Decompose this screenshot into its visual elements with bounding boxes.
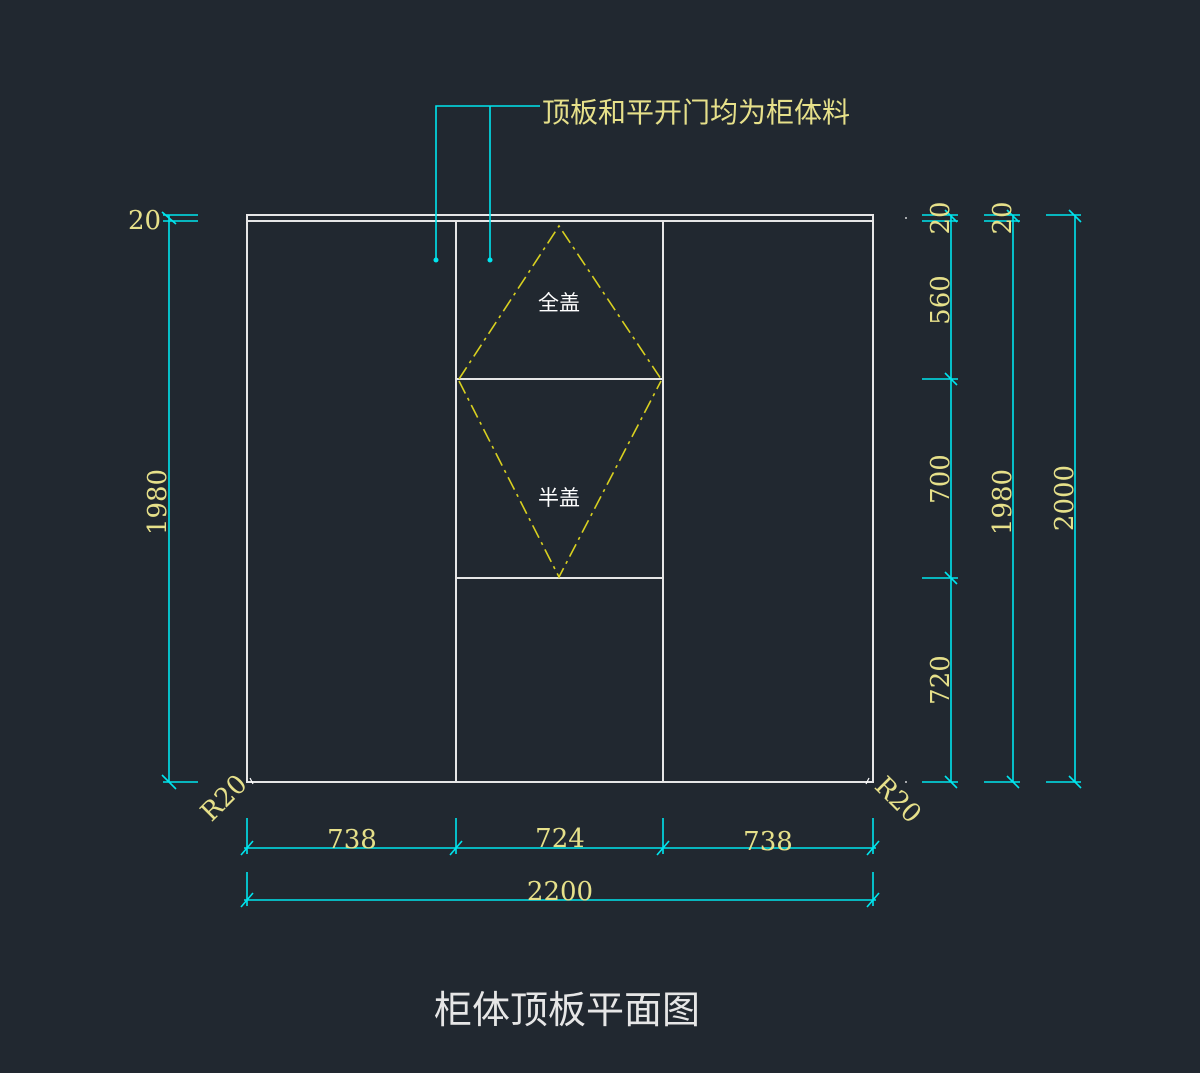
dim-radius-right: R20 — [868, 771, 926, 829]
drawing-title: 柜体顶板平面图 — [434, 988, 700, 1032]
dim-right-560: 560 — [926, 275, 956, 325]
dim-right-700: 700 — [926, 454, 956, 504]
note-leader — [435, 105, 540, 260]
dimension-lines — [161, 209, 1082, 908]
door-labels: 全盖 半盖 — [538, 291, 580, 510]
label-full-overlay: 全盖 — [538, 291, 580, 315]
material-note: 顶板和平开门均为柜体料 — [542, 96, 850, 129]
dimension-texts: 20 1980 R20 R20 738 724 738 2200 20 560 … — [128, 201, 1080, 907]
dim-height-left: 1980 — [143, 469, 173, 535]
corner-ticks — [249, 217, 907, 785]
dim-right2-1980: 1980 — [988, 469, 1018, 535]
dim-right-top-20: 20 — [926, 201, 956, 234]
dim-radius-left: R20 — [195, 769, 253, 827]
cabinet-body — [246, 220, 874, 783]
label-half-overlay: 半盖 — [538, 486, 580, 510]
dim-width-left: 738 — [327, 825, 377, 855]
note-leader-dots — [433, 257, 493, 263]
cabinet-outline — [246, 214, 874, 783]
door-swing-full-overlay — [458, 224, 662, 380]
door-swing-marks — [458, 224, 662, 579]
door-swing-half-overlay — [458, 380, 662, 579]
dim-right2-20: 20 — [988, 201, 1018, 234]
dim-top-thickness-left: 20 — [128, 206, 161, 236]
dim-width-middle: 724 — [535, 824, 585, 854]
dim-width-total: 2200 — [527, 877, 593, 907]
dim-width-right: 738 — [743, 827, 793, 857]
dim-right-720: 720 — [926, 655, 956, 705]
dim-right3-2000: 2000 — [1050, 465, 1080, 531]
